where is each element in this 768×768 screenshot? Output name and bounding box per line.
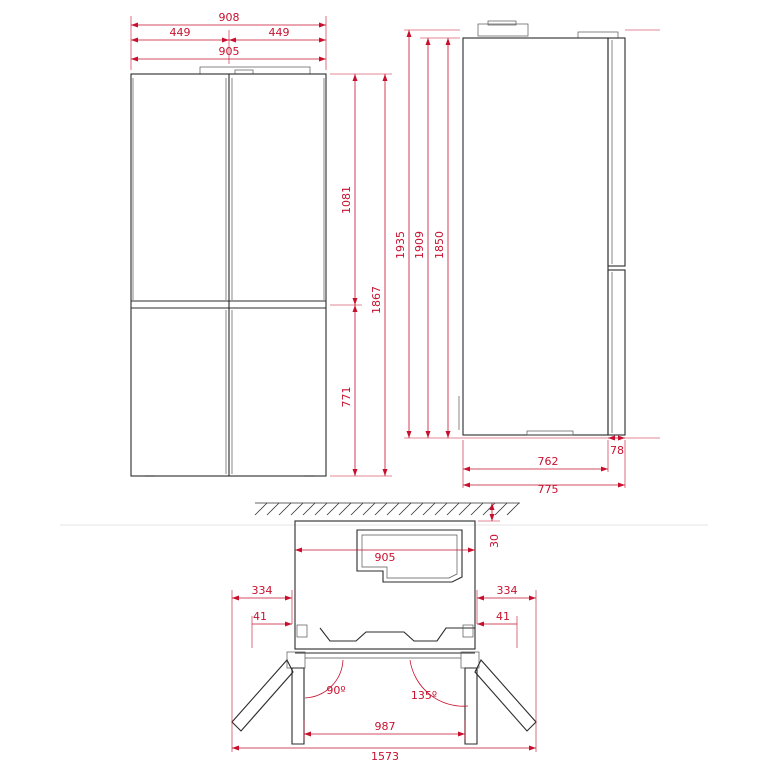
side-upper-door [607,37,626,267]
front-top-hinge-detail [234,69,254,75]
front-view: 908 449 449 905 1081 771 1867 [130,11,392,477]
top-view: 90º 135º 30 905 334 334 41 41 987 [231,502,537,763]
wall-hatch [254,502,520,516]
dim-door-swing-left: 334 [252,584,273,597]
dim-upper-door-height: 1081 [340,186,353,214]
top-left-door-90 [291,667,305,745]
dim-half-width-left: 449 [170,26,191,39]
angle-left-label: 90º [326,684,345,697]
top-hinge-left [296,624,308,638]
dim-total-height: 1935 [394,231,407,259]
arc-angle-right [409,659,469,707]
dim-half-width-right: 449 [269,26,290,39]
dim-body-depth: 762 [538,455,559,468]
top-right-door-90 [464,667,478,745]
top-door-hinge-right [460,651,480,669]
angle-right-label: 135º [411,689,437,702]
top-front-profile [319,627,475,642]
side-top-cover [477,23,529,37]
dim-total-depth: 775 [538,483,559,496]
top-hinge-right [462,624,474,638]
side-lower-door [607,269,626,436]
side-base-grille [526,430,574,436]
dim-door-swing-right: 334 [497,584,518,597]
front-top-hinge-cover [199,66,311,75]
side-top-cover-detail [487,20,517,26]
dim-body-height-a: 1909 [413,231,426,259]
dim-inner-width: 905 [375,551,396,564]
top-left-door-swing [231,659,294,732]
top-body [294,520,476,650]
dim-total-open-width: 1573 [371,750,399,763]
arc-angle-left [304,659,344,699]
dim-wall-clearance: 30 [488,534,501,548]
top-compressor-housing [356,529,463,583]
dim-inner-open-width: 987 [375,720,396,733]
side-body [462,37,609,436]
top-compressor-housing-inner [361,534,458,579]
dim-body-width: 905 [219,45,240,58]
dim-total-width: 908 [219,11,240,24]
dim-body-height-b: 1850 [433,231,446,259]
dim-hinge-offset-left: 41 [253,610,267,623]
side-view: 1935 1909 1850 78 762 775 [394,20,660,496]
dim-door-depth: 78 [610,444,624,457]
side-top-hinge [577,31,619,39]
dim-hinge-offset-right: 41 [496,610,510,623]
dim-door-total-height: 1867 [370,286,383,314]
dim-lower-door-height: 771 [340,387,353,408]
top-right-door-135 [474,659,537,732]
